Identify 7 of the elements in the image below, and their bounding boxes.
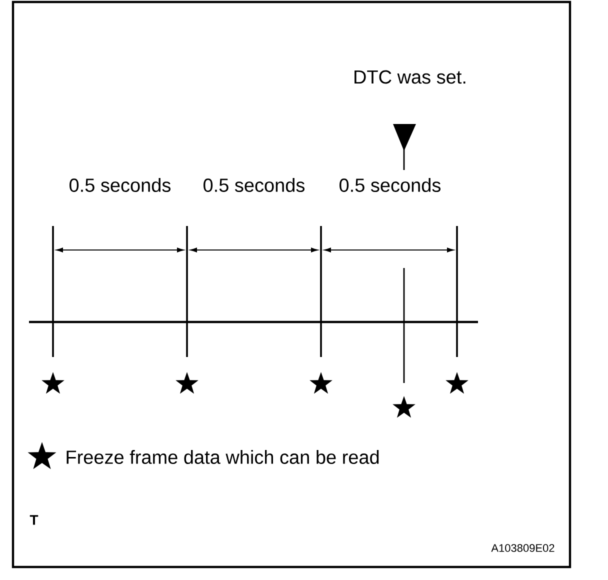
interval-label: 0.5 seconds — [70, 178, 171, 192]
corner-letter: T — [30, 515, 38, 525]
figure-code: A103809E02 — [491, 544, 554, 552]
interval-label: 0.5 seconds — [204, 178, 305, 192]
legend-text: Freeze frame data which can be read — [66, 450, 379, 464]
event-label: DTC was set. — [354, 70, 466, 84]
interval-label: 0.5 seconds — [340, 178, 441, 192]
